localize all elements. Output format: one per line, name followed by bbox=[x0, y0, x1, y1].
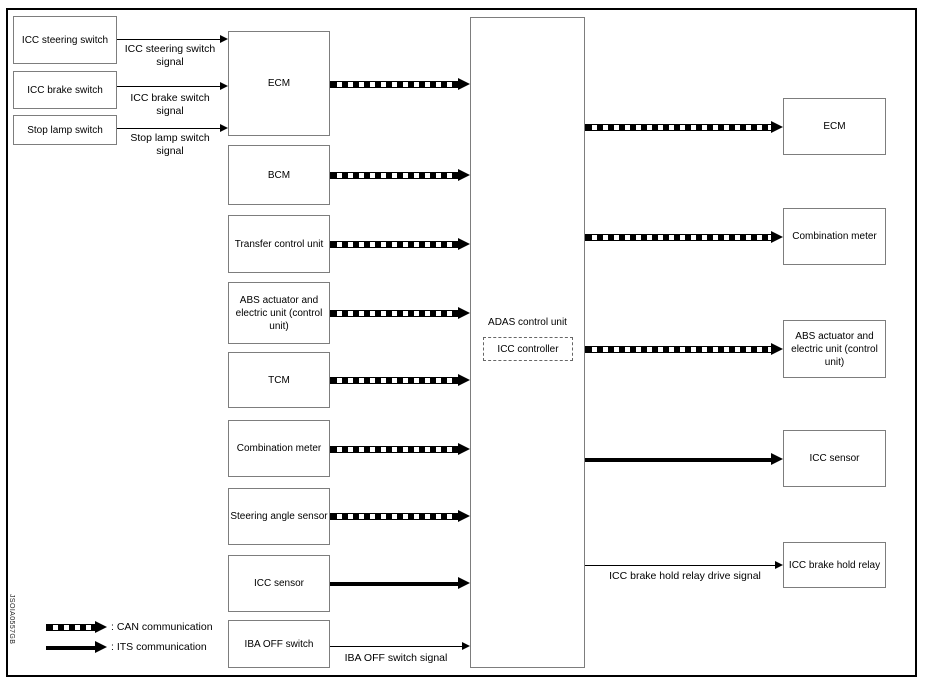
node-can-steering-angle-sensor: Steering angle sensor bbox=[228, 488, 330, 545]
arrow-shaft bbox=[330, 172, 459, 179]
arrowhead-icon bbox=[458, 238, 470, 250]
label-icc-steering-switch-signal: ICC steering switch signal bbox=[124, 43, 216, 69]
arrow-shaft bbox=[117, 86, 221, 87]
arrowhead-icon bbox=[220, 124, 228, 132]
arrow-its-icc-sensor-to-adas bbox=[330, 577, 470, 590]
node-adas-control-unit: ADAS control unit ICC controller bbox=[470, 17, 585, 668]
arrow-can-transfer-to-adas bbox=[330, 238, 470, 251]
arrow-its-adas-to-icc-sensor bbox=[585, 453, 783, 466]
node-can-ecm: ECM bbox=[228, 31, 330, 136]
arrowhead-icon bbox=[95, 621, 107, 633]
arrow-icc-steering-switch-signal bbox=[117, 35, 228, 44]
node-out-combination-meter: Combination meter bbox=[783, 208, 886, 265]
node-can-combination-meter: Combination meter bbox=[228, 420, 330, 477]
arrow-shaft bbox=[330, 81, 459, 88]
node-input-icc-brake-switch: ICC brake switch bbox=[13, 71, 117, 109]
label-icc-brake-hold-relay-drive-signal: ICC brake hold relay drive signal bbox=[609, 570, 761, 582]
arrowhead-icon bbox=[220, 82, 228, 90]
arrowhead-icon bbox=[771, 231, 783, 243]
node-can-abs-actuator: ABS actuator and electric unit (control … bbox=[228, 282, 330, 344]
node-iba-off-switch: IBA OFF switch bbox=[228, 620, 330, 668]
arrow-shaft bbox=[117, 39, 221, 40]
figure-code: JSOIA0557GB bbox=[8, 594, 15, 645]
arrow-shaft bbox=[330, 377, 459, 384]
arrow-can-ecm-to-adas bbox=[330, 78, 470, 91]
arrowhead-icon bbox=[458, 78, 470, 90]
arrowhead-icon bbox=[458, 443, 470, 455]
arrowhead-icon bbox=[771, 343, 783, 355]
arrowhead-icon bbox=[775, 561, 783, 569]
arrow-shaft bbox=[330, 241, 459, 248]
arrow-shaft bbox=[330, 310, 459, 317]
diagram-border bbox=[6, 8, 917, 677]
arrow-can-adas-to-combination-meter bbox=[585, 231, 783, 244]
node-out-ecm: ECM bbox=[783, 98, 886, 155]
arrow-can-tcm-to-adas bbox=[330, 374, 470, 387]
node-out-icc-sensor: ICC sensor bbox=[783, 430, 886, 487]
arrow-icc-brake-hold-relay-drive-signal bbox=[585, 561, 783, 570]
arrow-shaft bbox=[330, 581, 460, 586]
arrowhead-icon bbox=[220, 35, 228, 43]
arrow-shaft bbox=[585, 565, 776, 566]
arrow-shaft bbox=[585, 234, 772, 241]
node-out-abs-actuator: ABS actuator and electric unit (control … bbox=[783, 320, 886, 378]
label-icc-brake-switch-signal: ICC brake switch signal bbox=[130, 92, 210, 118]
arrow-shaft bbox=[585, 457, 773, 462]
arrowhead-icon bbox=[462, 642, 470, 650]
node-can-bcm: BCM bbox=[228, 145, 330, 205]
arrow-stop-lamp-switch-signal bbox=[117, 124, 228, 133]
label-stop-lamp-switch-signal: Stop lamp switch signal bbox=[130, 132, 210, 158]
arrow-shaft bbox=[330, 513, 459, 520]
arrowhead-icon bbox=[771, 453, 783, 465]
node-can-transfer-control-unit: Transfer control unit bbox=[228, 215, 330, 273]
arrowhead-icon bbox=[95, 641, 107, 653]
arrow-shaft bbox=[330, 646, 463, 647]
arrow-shaft bbox=[585, 124, 772, 131]
node-its-icc-sensor: ICC sensor bbox=[228, 555, 330, 612]
arrow-can-adas-to-abs bbox=[585, 343, 783, 356]
arrow-can-combination-meter-to-adas bbox=[330, 443, 470, 456]
arrowhead-icon bbox=[458, 374, 470, 386]
arrow-iba-off-switch-signal bbox=[330, 642, 470, 651]
arrow-shaft bbox=[585, 346, 772, 353]
legend-can-label: : CAN communication bbox=[111, 621, 213, 633]
legend-its-arrow-icon bbox=[46, 641, 107, 654]
arrow-can-steering-angle-to-adas bbox=[330, 510, 470, 523]
arrow-can-bcm-to-adas bbox=[330, 169, 470, 182]
node-out-icc-brake-hold-relay: ICC brake hold relay bbox=[783, 542, 886, 588]
arrowhead-icon bbox=[771, 121, 783, 133]
arrowhead-icon bbox=[458, 169, 470, 181]
node-icc-controller: ICC controller bbox=[483, 337, 573, 361]
arrow-shaft bbox=[46, 624, 96, 631]
arrow-can-adas-to-ecm bbox=[585, 121, 783, 134]
node-can-tcm: TCM bbox=[228, 352, 330, 408]
arrow-icc-brake-switch-signal bbox=[117, 82, 228, 91]
node-input-stop-lamp-switch: Stop lamp switch bbox=[13, 115, 117, 145]
node-input-icc-steering-switch: ICC steering switch bbox=[13, 16, 117, 64]
arrowhead-icon bbox=[458, 307, 470, 319]
arrow-shaft bbox=[46, 645, 97, 650]
arrow-shaft bbox=[117, 128, 221, 129]
legend-its-label: : ITS communication bbox=[111, 641, 207, 653]
arrowhead-icon bbox=[458, 577, 470, 589]
arrow-can-abs-to-adas bbox=[330, 307, 470, 320]
label-iba-off-switch-signal: IBA OFF switch signal bbox=[344, 652, 448, 664]
arrowhead-icon bbox=[458, 510, 470, 522]
legend-can-arrow-icon bbox=[46, 621, 107, 634]
arrow-shaft bbox=[330, 446, 459, 453]
adas-control-unit-title: ADAS control unit bbox=[488, 317, 567, 328]
